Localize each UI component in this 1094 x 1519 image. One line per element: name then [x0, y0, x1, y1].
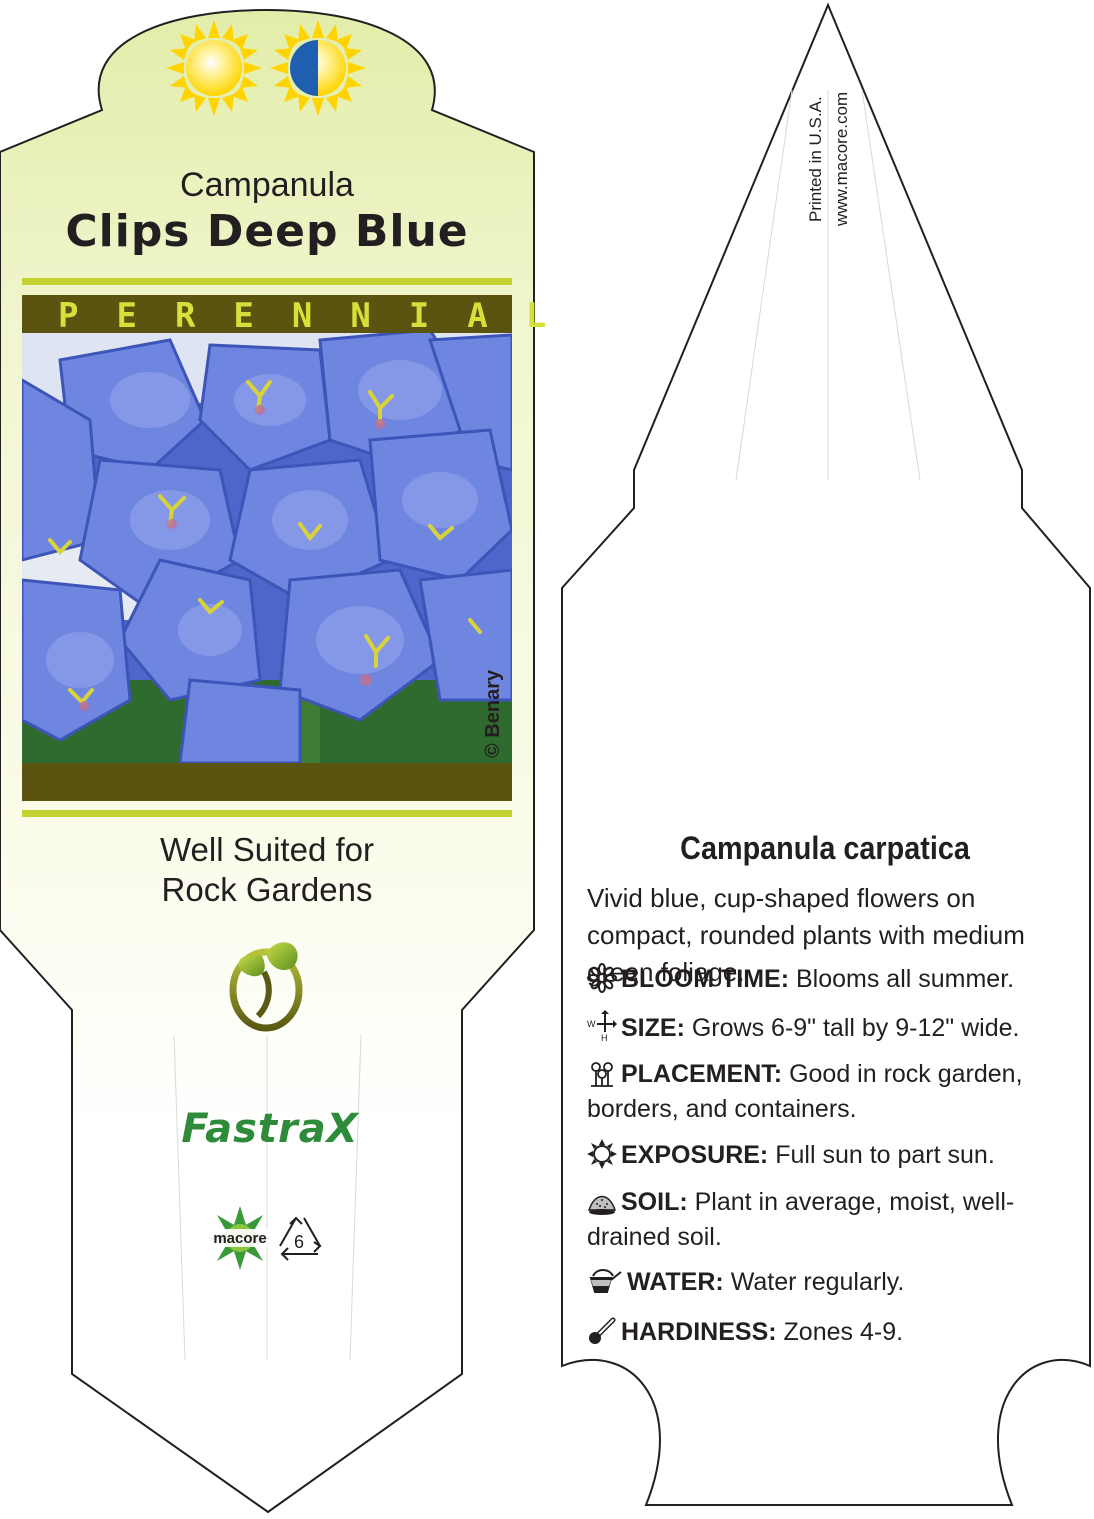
care-label: WATER:: [627, 1268, 724, 1296]
macore-star-logo-icon: [206, 1206, 274, 1270]
perennial-band: [22, 295, 512, 333]
recycle-icon: [279, 1216, 322, 1261]
care-label: HARDINESS:: [621, 1318, 777, 1346]
flower-photo: [22, 333, 512, 763]
tagline-line-2: Rock Gardens: [161, 871, 373, 908]
size-icon-h: H: [601, 1033, 608, 1042]
full-sun-icon: [166, 20, 262, 116]
care-row-soil: SOIL: Plant in average, moist, well-drai…: [587, 1185, 1077, 1255]
flower-icon: [587, 963, 621, 993]
back-fold-lines: [735, 89, 921, 481]
care-value: Good in rock garden, borders, and contai…: [587, 1060, 1023, 1123]
care-row-size: W H SIZE: Grows 6-9" tall by 9-12" wide.: [587, 1010, 1077, 1046]
scientific-name: Campanula carpatica: [680, 830, 970, 866]
tagline: Well Suited for Rock Gardens: [0, 830, 534, 910]
back-tag-outline: [561, 2, 1091, 1506]
care-value: Zones 4-9.: [783, 1318, 904, 1346]
care-value: Full sun to part sun.: [775, 1141, 995, 1169]
printed-line-1: Printed in U.S.A.: [806, 96, 825, 222]
care-label: PLACEMENT:: [621, 1060, 783, 1088]
care-row-exposure: EXPOSURE: Full sun to part sun.: [587, 1138, 1077, 1173]
printed-line-2: www.macore.com: [832, 91, 851, 226]
brand-logo: FastraX: [181, 1106, 359, 1152]
care-label: EXPOSURE:: [621, 1141, 769, 1169]
photo-credit-text: © Benary: [482, 669, 504, 758]
care-row-hardiness: HARDINESS: Zones 4-9.: [587, 1315, 1077, 1350]
size-arrows-icon: W H: [587, 1010, 621, 1042]
care-row-bloom-time: BLOOM TIME: Blooms all summer.: [587, 962, 1077, 997]
care-row-placement: PLACEMENT: Good in rock garden, borders,…: [587, 1057, 1077, 1127]
care-label: SOIL:: [621, 1188, 688, 1216]
seed-sprout-logo-icon: [229, 942, 303, 1032]
plant-description: Vivid blue, cup-shaped flowers on compac…: [587, 883, 1025, 987]
care-value: Grows 6-9" tall by 9-12" wide.: [691, 1014, 1020, 1042]
part-sun-icon: [270, 20, 366, 116]
tagline-line-1: Well Suited for: [160, 831, 374, 868]
care-value: Water regularly.: [730, 1268, 905, 1296]
front-fold-lines: [173, 1034, 362, 1361]
plant-genus: Campanula: [180, 166, 354, 204]
size-icon-w: W: [587, 1019, 596, 1029]
care-row-water: WATER: Water regularly.: [587, 1265, 1077, 1300]
sun-outline-icon: [587, 1139, 621, 1169]
photo-credit: © Benary: [476, 648, 516, 758]
title-rule: [22, 278, 512, 285]
care-value: Plant in average, moist, well-drained so…: [587, 1188, 1015, 1251]
photo-bottom-band: [22, 763, 512, 801]
watering-can-icon: [587, 1266, 627, 1296]
recycle-code: 6: [293, 1232, 304, 1252]
care-label: BLOOM TIME:: [621, 965, 790, 993]
care-value: Blooms all summer.: [795, 965, 1015, 993]
printed-info: Printed in U.S.A. www.macore.com: [800, 50, 860, 230]
plants-icon: [587, 1058, 621, 1088]
plant-variety: Clips Deep Blue: [65, 206, 469, 257]
maker-logo-text: macore: [213, 1230, 267, 1247]
thermometer-icon: [587, 1316, 621, 1346]
tagline-rule: [22, 810, 512, 817]
soil-mound-icon: [587, 1186, 621, 1216]
category-label: PERENNIAL: [58, 296, 585, 336]
care-label: SIZE:: [621, 1014, 685, 1042]
